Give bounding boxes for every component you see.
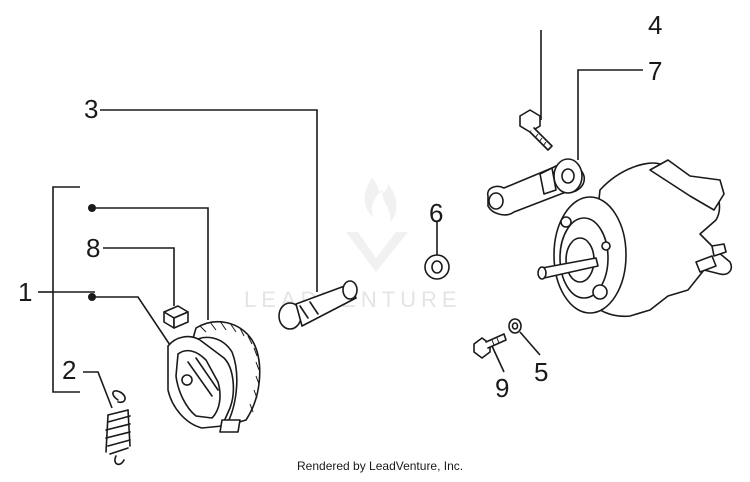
callout-7: 7 bbox=[648, 56, 662, 86]
assembly-bracket bbox=[38, 186, 95, 393]
part-small-washer bbox=[508, 318, 522, 334]
leadventure-flame-icon bbox=[346, 178, 408, 272]
callout-9: 9 bbox=[495, 373, 509, 403]
part-bolt-upper bbox=[519, 109, 553, 151]
footer-credit: Rendered by LeadVenture, Inc. bbox=[297, 459, 463, 473]
leader-lines bbox=[83, 30, 643, 409]
callout-3: 3 bbox=[84, 94, 98, 124]
part-washer bbox=[424, 254, 450, 280]
callout-2: 2 bbox=[62, 355, 76, 385]
callout-8: 8 bbox=[86, 233, 100, 263]
part-hub-housing bbox=[537, 159, 733, 318]
part-pin bbox=[278, 280, 358, 330]
callout-numbers: 1 2 3 4 5 6 7 8 9 bbox=[18, 10, 662, 403]
part-bolt-lower bbox=[473, 333, 507, 359]
part-spring bbox=[105, 390, 131, 466]
part-brake-shoe bbox=[167, 320, 261, 433]
callout-4: 4 bbox=[648, 10, 662, 40]
part-lever bbox=[486, 158, 586, 216]
part-block bbox=[163, 305, 189, 329]
callout-5: 5 bbox=[534, 357, 548, 387]
callout-6: 6 bbox=[429, 198, 443, 228]
callout-1: 1 bbox=[18, 277, 32, 307]
